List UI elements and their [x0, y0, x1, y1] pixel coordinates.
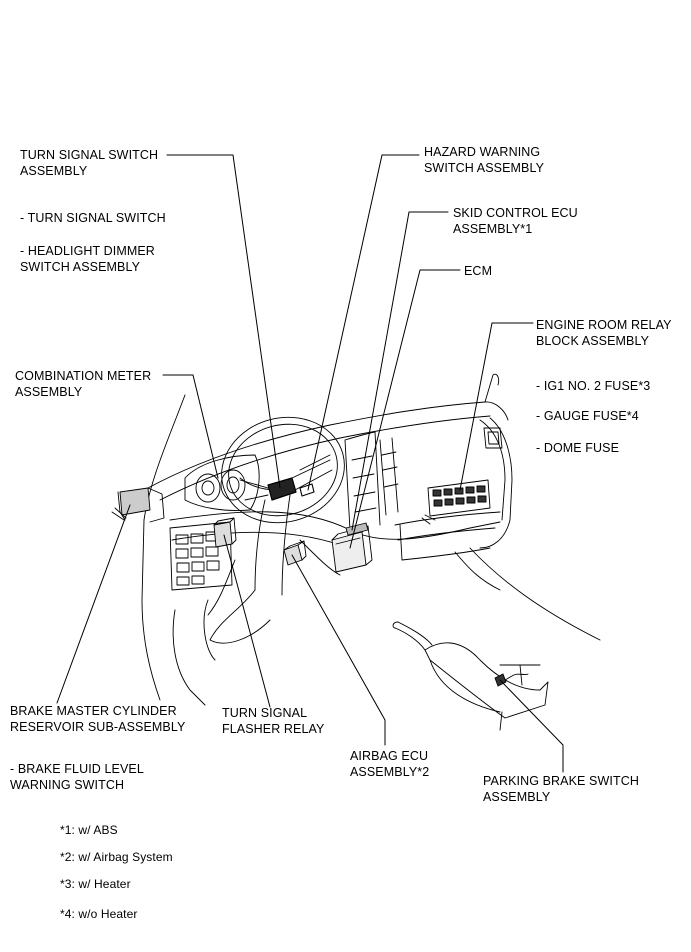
label-headlight-dimmer-switch: - HEADLIGHT DIMMER SWITCH ASSEMBLY: [20, 244, 155, 274]
footnote-3: *3: w/ Heater: [60, 877, 131, 891]
label-gauge-fuse: - GAUGE FUSE*4: [536, 409, 639, 423]
footnote-2: *2: w/ Airbag System: [60, 850, 173, 864]
dashboard-top-outline: [147, 401, 509, 489]
leader-brake-master: [56, 504, 131, 704]
label-ig1-fuse: - IG1 NO. 2 FUSE*3: [536, 379, 651, 393]
label-skid-control-ecu: SKID CONTROL ECU ASSEMBLY*1: [453, 206, 578, 236]
body-side-panel: [172, 609, 206, 706]
label-turn-signal-switch: - TURN SIGNAL SWITCH: [20, 211, 166, 225]
ecm-drawing: [331, 525, 373, 573]
label-turn-signal-flasher-relay: TURN SIGNAL FLASHER RELAY: [222, 706, 325, 736]
label-combination-meter: COMBINATION METER ASSEMBLY: [15, 369, 152, 399]
flasher-relay-drawing: [213, 521, 233, 548]
relay-block-drawing: [421, 479, 491, 525]
leader-hazard-warning: [307, 154, 420, 491]
footnote-4: *4: w/o Heater: [60, 907, 138, 921]
brake-reservoir-drawing: [111, 487, 165, 523]
leader-parking-brake: [499, 679, 564, 773]
right-vent: [483, 427, 503, 449]
leader-lines: [56, 154, 564, 773]
parking-brake-drawing: [392, 621, 549, 731]
center-console: [344, 431, 381, 531]
label-dome-fuse: - DOME FUSE: [536, 441, 620, 455]
leader-engine-room-relay: [459, 322, 534, 491]
turn-signal-switch-drawing: [239, 459, 333, 501]
leader-flasher-relay: [223, 534, 271, 708]
leader-combination-meter: [162, 374, 219, 479]
leader-skid-control-ecu: [351, 211, 449, 531]
leader-airbag-ecu: [291, 554, 386, 746]
leader-turn-signal-switch: [166, 154, 281, 489]
label-engine-room-relay-block: ENGINE ROOM RELAY BLOCK ASSEMBLY: [536, 318, 672, 348]
label-ecm: ECM: [464, 264, 493, 278]
label-turn-signal-switch-assembly: TURN SIGNAL SWITCH ASSEMBLY: [20, 148, 159, 178]
label-brake-master-cylinder: BRAKE MASTER CYLINDER RESERVOIR SUB-ASSE…: [10, 704, 186, 734]
label-hazard-warning-switch: HAZARD WARNING SWITCH ASSEMBLY: [424, 145, 545, 175]
label-airbag-ecu: AIRBAG ECU ASSEMBLY*2: [350, 749, 430, 779]
label-parking-brake-switch: PARKING BRAKE SWITCH ASSEMBLY: [483, 774, 639, 804]
leader-ecm: [349, 269, 461, 549]
label-brake-fluid-level-switch: - BRAKE FLUID LEVEL WARNING SWITCH: [10, 762, 144, 792]
footnote-1: *1: w/ ABS: [60, 823, 118, 837]
steering-wheel-drawing: [203, 416, 345, 661]
a-pillar-outline: [141, 394, 186, 701]
